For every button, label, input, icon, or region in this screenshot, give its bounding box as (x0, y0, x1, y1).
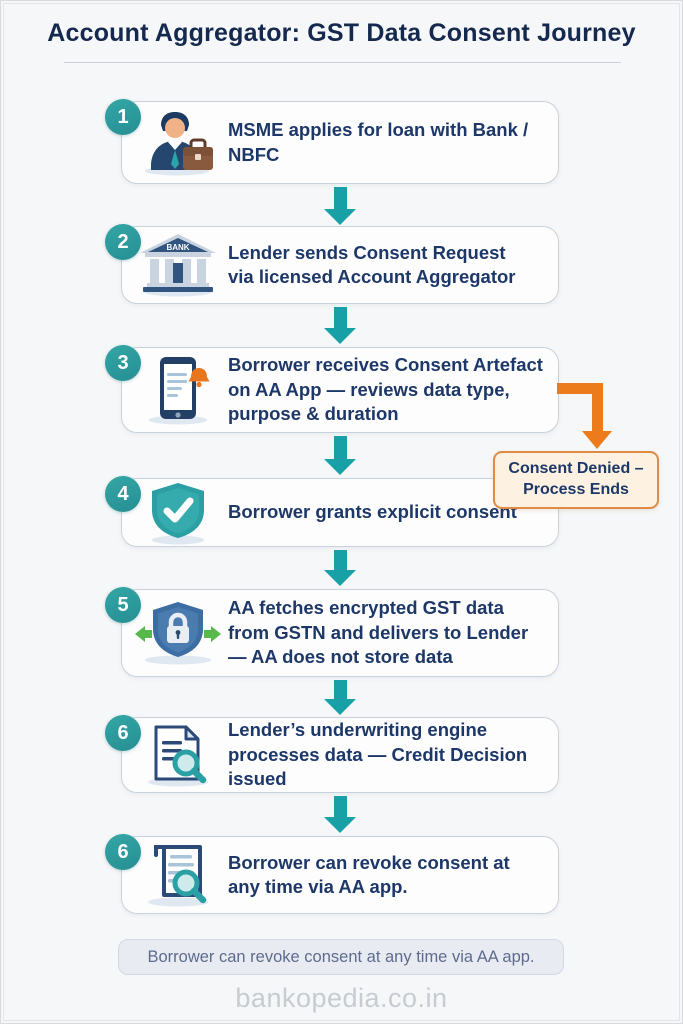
step-1-card: MSME applies for loan with Bank / NBFC (121, 101, 559, 184)
step-6-text: Lender’s underwriting engine processes d… (228, 719, 528, 790)
step-7-card: Borrower can revoke consent at any time … (121, 836, 559, 914)
step-2-text: Lender sends Consent Request via license… (228, 241, 516, 287)
title-divider (64, 62, 621, 63)
step-1-badge: 1 (105, 99, 141, 135)
step-7-badge: 6 (105, 834, 141, 870)
step-7-text: Borrower can revoke consent at any time … (228, 851, 510, 897)
bank-building-icon: BANK (128, 233, 228, 297)
consent-denied-box: Consent Denied – Process Ends (493, 451, 659, 509)
step-4-badge: 4 (105, 476, 141, 512)
step-1-text: MSME applies for loan with Bank / NBFC (228, 119, 529, 165)
page-title: Account Aggregator: GST Data Consent Jou… (47, 19, 636, 47)
document-magnifier-icon (128, 723, 228, 787)
step-2-card: BANK Lender sends Consent Request via li… (121, 226, 559, 304)
step-3-text: Borrower receives Consent Artefact on AA… (228, 354, 543, 425)
branch-line-horizontal (557, 383, 603, 394)
step-2-badge: 2 (105, 224, 141, 260)
flow-arrow-down-icon (324, 307, 356, 344)
step-4-card: Borrower grants explicit consent (121, 478, 559, 547)
branch-arrow-down-icon (582, 431, 612, 449)
businessman-briefcase-icon (128, 110, 228, 176)
step-3-card: Borrower receives Consent Artefact on AA… (121, 347, 559, 433)
step-5-text: AA fetches encrypted GST data from GSTN … (228, 597, 529, 668)
smartphone-notification-icon (128, 355, 228, 425)
flow-arrow-down-icon (324, 187, 356, 225)
step-5-card: AA fetches encrypted GST data from GSTN … (121, 589, 559, 677)
consent-denied-line1: Consent Denied – (508, 460, 644, 478)
step-5-badge: 5 (105, 587, 141, 623)
revoke-note: Borrower can revoke consent at any time … (118, 939, 564, 975)
step-4-text: Borrower grants explicit consent (228, 501, 517, 523)
consent-denied-line2: Process Ends (523, 481, 629, 498)
svg-text:BANK: BANK (166, 243, 189, 252)
flow-arrow-down-icon (324, 796, 356, 833)
shield-check-icon (128, 481, 228, 545)
flow-arrow-down-icon (324, 436, 356, 475)
branch-line-vertical (592, 383, 603, 433)
step-6-badge: 6 (105, 715, 141, 751)
shield-lock-transfer-icon (128, 601, 228, 665)
watermark-text: bankopedia.co.in (235, 983, 448, 1013)
step-6-card: Lender’s underwriting engine processes d… (121, 717, 559, 793)
flow-arrow-down-icon (324, 680, 356, 715)
document-revoke-icon (128, 843, 228, 907)
step-3-badge: 3 (105, 345, 141, 381)
flow-arrow-down-icon (324, 550, 356, 586)
